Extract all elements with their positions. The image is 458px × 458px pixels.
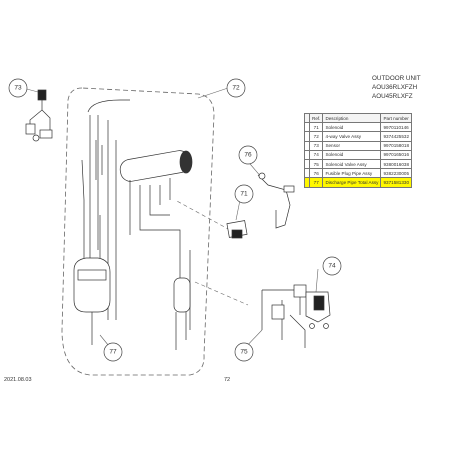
- row-ref: 73: [308, 140, 324, 151]
- callout-77: 77: [103, 342, 123, 362]
- discharge-pipe-part: [73, 140, 111, 345]
- table-row: 74 Solenoid 9970165016: [304, 149, 413, 160]
- unit-title-line2: AOU36RLXFZH: [372, 84, 418, 91]
- svg-text:71: 71: [240, 191, 248, 198]
- group-boundary: [61, 87, 215, 376]
- row-description: 4-way Valve Assy: [322, 131, 382, 142]
- unit-title-line1: OUTDOOR UNIT: [372, 75, 421, 82]
- row-part-number: 9970165016: [380, 149, 413, 160]
- row-ref: 75: [308, 158, 324, 170]
- row-part-number: 9374425532: [380, 131, 413, 142]
- svg-text:75: 75: [240, 349, 248, 356]
- callout-71: 71: [234, 184, 254, 204]
- table-row: 71 Solenoid 9970110146: [304, 122, 413, 133]
- row-description: Discharge Pipe Total Assy: [322, 177, 382, 188]
- parts-table: Ref. Description Part number 71 Solenoid…: [304, 112, 413, 188]
- row-part-number: 9380016038: [380, 158, 413, 170]
- row-description: Solenoid: [322, 149, 382, 160]
- row-description: Solenoid: [322, 122, 382, 133]
- svg-text:76: 76: [244, 152, 252, 159]
- row-description: Solenoid Valve Assy: [322, 158, 382, 170]
- row-part-number: 9382230005: [380, 168, 413, 179]
- row-ref: 74: [308, 149, 324, 160]
- solenoid-part: [226, 220, 248, 239]
- solenoid-valve-part: [261, 284, 307, 348]
- unit-title-line3: AOU45RLXFZ: [372, 93, 413, 100]
- row-description: Sensor: [322, 140, 382, 151]
- parts-table-header: Ref. Description Part number: [304, 112, 413, 124]
- table-row: 75 Solenoid Valve Assy 9380016038: [304, 158, 413, 170]
- callout-74: 74: [322, 256, 342, 276]
- footer-page-number: 72: [224, 377, 231, 383]
- svg-text:73: 73: [14, 85, 22, 92]
- valve-assy-part: [87, 99, 193, 350]
- footer-date: 2021.08.03: [4, 377, 32, 383]
- row-ref: 77: [308, 177, 324, 188]
- table-row: 76 Fusible Plug Pipe Assy 9382230005: [304, 168, 413, 179]
- row-ref: 71: [308, 122, 324, 133]
- callout-73: 73: [8, 78, 28, 98]
- sensor-part: [25, 89, 53, 142]
- row-part-number: 9970158018: [380, 140, 413, 151]
- svg-text:77: 77: [109, 349, 117, 356]
- svg-text:74: 74: [328, 263, 336, 270]
- svg-text:72: 72: [232, 85, 240, 92]
- callout-75: 75: [234, 342, 254, 362]
- table-row: 72 4-way Valve Assy 9374425532: [304, 131, 413, 142]
- row-description: Fusible Plug Pipe Assy: [322, 168, 382, 179]
- fusible-plug-part: [257, 172, 295, 229]
- row-part-number: 9970110146: [380, 122, 413, 133]
- row-part-number: 9371581330: [380, 177, 413, 188]
- table-row-highlighted: 77 Discharge Pipe Total Assy 9371581330: [304, 177, 413, 188]
- solenoid-coil-part: [305, 291, 331, 329]
- row-ref: 72: [308, 131, 324, 142]
- table-row: 73 Sensor 9970158018: [304, 140, 413, 151]
- callout-72: 72: [226, 78, 246, 98]
- row-ref: 76: [308, 168, 324, 179]
- callout-76: 76: [238, 145, 258, 165]
